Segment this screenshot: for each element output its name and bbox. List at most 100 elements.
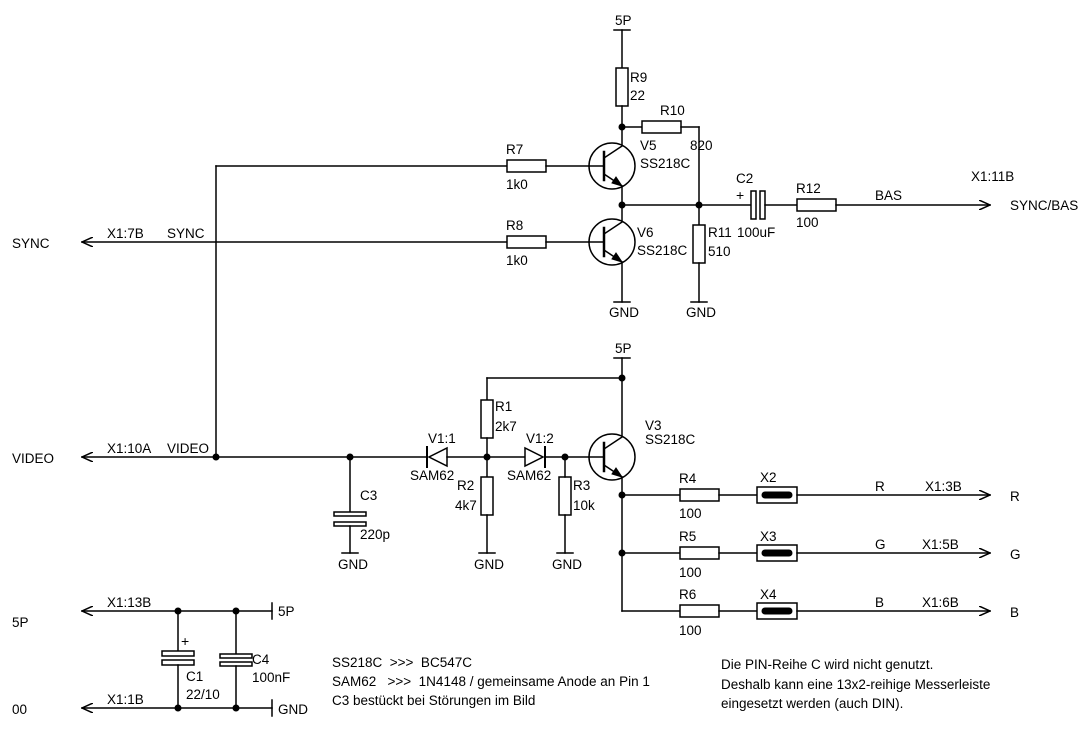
net-label-g: G xyxy=(875,537,886,552)
r8-ref: R8 xyxy=(506,218,523,233)
connector-x1-1b: X1:1B xyxy=(107,692,144,707)
r7-value: 1k0 xyxy=(506,177,528,192)
resistor-r1: R1 2k7 xyxy=(480,399,517,439)
signal-00: 00 xyxy=(12,702,27,717)
gnd-label: GND xyxy=(474,557,504,572)
c2-polarity: + xyxy=(736,187,744,203)
v3-type: SS218C xyxy=(645,432,696,447)
resistor-r11: R11 510 xyxy=(692,224,732,264)
note-parts-2: SAM62 >>> 1N4148 / gemeinsame Anode an P… xyxy=(332,674,650,689)
ground-r2: GND xyxy=(474,552,504,572)
note-pin-2: Deshalb kann eine 13x2-reihige Messerlei… xyxy=(721,677,990,692)
c1-polarity: + xyxy=(181,633,189,649)
r12-value: 100 xyxy=(796,215,819,230)
c4-value: 100nF xyxy=(252,670,290,685)
junction-dot xyxy=(212,453,220,461)
gnd-label: GND xyxy=(609,305,639,320)
connector-x1-10a: X1:10A xyxy=(107,441,151,456)
c4-ref: C4 xyxy=(252,652,270,667)
resistor-r12: R12 100 xyxy=(796,181,837,230)
transistor-v6: V6 SS218C xyxy=(588,218,688,266)
c1-ref: C1 xyxy=(186,669,203,684)
r9-value: 22 xyxy=(630,88,645,103)
c3-value: 220p xyxy=(360,527,390,542)
note-pin-3: eingesetzt werden (auch DIN). xyxy=(721,696,903,711)
resistor-r10: R10 xyxy=(641,103,685,134)
jumper-x3: X3 xyxy=(756,529,798,562)
v1-1-ref: V1:1 xyxy=(428,431,456,446)
junction-dot xyxy=(483,453,491,461)
net-label-video: VIDEO xyxy=(167,441,209,456)
resistor-r6: R6 100 xyxy=(679,587,720,638)
supply-5p-mid: 5P xyxy=(613,341,632,359)
r2-ref: R2 xyxy=(457,478,474,493)
r12-ref: R12 xyxy=(796,181,821,196)
resistor-r2: R2 4k7 xyxy=(455,476,494,516)
transistor-v5: V5 820 SS218C xyxy=(588,138,713,190)
connector-x1-7b: X1:7B xyxy=(107,226,144,241)
r10-ref: R10 xyxy=(660,103,685,118)
signal-video: VIDEO xyxy=(12,451,54,466)
r3-ref: R3 xyxy=(573,478,590,493)
resistor-r9: R9 22 xyxy=(615,67,647,107)
transistor-v3: V3 SS218C xyxy=(588,418,696,481)
x2-ref: X2 xyxy=(760,470,777,485)
ground-r11: GND xyxy=(686,301,716,320)
signal-r: R xyxy=(1010,489,1020,504)
r1-value: 2k7 xyxy=(495,419,517,434)
resistor-r4: R4 100 xyxy=(679,471,720,521)
supply-5p-top: 5P xyxy=(613,13,632,69)
net-label-b: B xyxy=(875,595,884,610)
signal-sync: SYNC xyxy=(12,236,50,251)
r11-ref: R11 xyxy=(708,225,732,240)
capacitor-c4: C4 100nF xyxy=(219,652,290,685)
x3-ref: X3 xyxy=(760,529,777,544)
v6-type: SS218C xyxy=(637,243,688,258)
connector-x1-11b: X1:11B xyxy=(971,169,1014,184)
jumper-x2: X2 xyxy=(756,470,798,504)
v3-ref: V3 xyxy=(645,418,662,433)
v6-ref: V6 xyxy=(637,225,654,240)
x4-ref: X4 xyxy=(760,587,777,602)
r6-ref: R6 xyxy=(679,587,696,602)
v1-1-type: SAM62 xyxy=(410,468,454,483)
gnd-label: GND xyxy=(338,557,368,572)
r9-ref: R9 xyxy=(630,70,647,85)
r10-value: 820 xyxy=(690,138,713,153)
signal-5p: 5P xyxy=(12,615,29,630)
connector-x1-3b: X1:3B xyxy=(925,479,962,494)
r4-ref: R4 xyxy=(679,471,697,486)
r7-ref: R7 xyxy=(506,142,523,157)
net-label-5p-mid: 5P xyxy=(615,341,632,356)
connector-x1-5b: X1:5B xyxy=(922,537,959,552)
ground-c3: GND xyxy=(338,552,368,572)
pin-notes: Die PIN-Reihe C wird nicht genutzt. Desh… xyxy=(721,657,990,711)
note-parts-1: SS218C >>> BC547C xyxy=(332,655,472,670)
v1-2-ref: V1:2 xyxy=(526,431,554,446)
resistor-r5: R5 100 xyxy=(679,529,720,580)
r4-value: 100 xyxy=(679,506,702,521)
net-label-sync: SYNC xyxy=(167,226,205,241)
diode-v1-2: V1:2 SAM62 xyxy=(507,431,554,483)
capacitor-c3: C3 220p xyxy=(333,488,390,542)
note-parts-3: C3 bestückt bei Störungen im Bild xyxy=(332,693,535,708)
c3-ref: C3 xyxy=(360,488,377,503)
v5-ref: V5 xyxy=(640,138,657,153)
note-pin-1: Die PIN-Reihe C wird nicht genutzt. xyxy=(721,657,933,672)
jumper-x4: X4 xyxy=(756,587,798,620)
ground-v6: GND xyxy=(609,301,639,320)
resistor-r3: R3 10k xyxy=(558,476,595,516)
signal-b: B xyxy=(1010,605,1019,620)
gnd-label: GND xyxy=(552,557,582,572)
v5-type: SS218C xyxy=(640,156,691,171)
net-label-gnd-power: GND xyxy=(278,702,308,717)
r3-value: 10k xyxy=(573,498,595,513)
capacitor-c1: + C1 22/10 xyxy=(161,633,220,702)
parts-notes: SS218C >>> BC547C SAM62 >>> 1N4148 / gem… xyxy=(332,655,650,708)
c2-ref: C2 xyxy=(736,171,753,186)
r6-value: 100 xyxy=(679,623,702,638)
gnd-label: GND xyxy=(686,305,716,320)
r11-value: 510 xyxy=(708,244,731,259)
